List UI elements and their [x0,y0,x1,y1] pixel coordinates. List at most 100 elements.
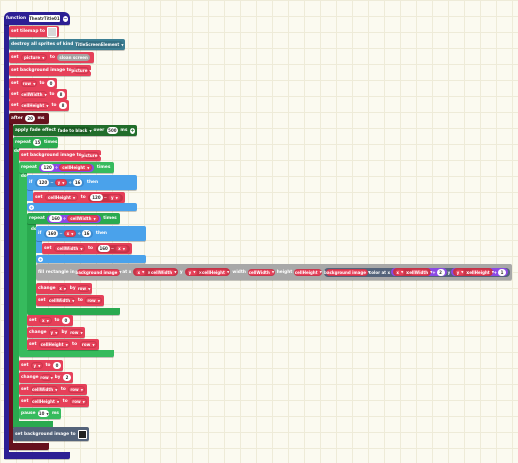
set-background-image-block[interactable]: set background image to picture▼ [9,65,92,76]
row-variable-reporter[interactable]: row▼ [69,329,83,336]
divide-operator-block[interactable]: 120 ÷ cellHeight▼ [39,163,95,172]
change-row-block[interactable]: change row▼ by 2 [19,372,73,383]
multiply-operator-block[interactable]: x▼ × cellWidth▼ [393,268,433,276]
row-value-input[interactable]: 0 [47,80,55,87]
set-x-block[interactable]: set x▼ to 0 [27,315,73,326]
image-variable-reporter[interactable]: background image▼ [324,268,371,276]
destroy-all-sprites-block[interactable]: destroy all sprites of kind TitleScreenE… [9,39,125,50]
cellheight-variable-reporter[interactable]: cellHeight▼ [59,164,93,171]
tilemap-thumbnail[interactable] [47,26,57,37]
set-cellheight-block[interactable]: set cellHeight▼ to 8 [9,100,69,111]
dividend-input[interactable]: 160 [49,215,62,222]
function-name-field[interactable]: TheatrTitle01 [28,15,61,22]
set-y-block[interactable]: set y▼ to 0 [19,360,63,371]
effect-dropdown[interactable]: fade to black▼ [57,127,92,134]
set-background-image-block-3[interactable]: set background image to [13,427,89,441]
operand-input[interactable]: 160 [45,230,59,237]
sprite-kind-dropdown[interactable]: TitleScreenElement▼ [75,41,124,48]
x-variable-dropdown[interactable]: x▼ [58,285,68,292]
function-block[interactable]: function TheatrTitle01 − [4,12,70,25]
set-cellwidth-block[interactable]: set cellWidth▼ to 8 [9,89,67,100]
set-cellwidth-row-block-2[interactable]: set cellWidth▼ to row▼ [19,384,87,395]
x-variable-reporter[interactable]: x▼ [395,268,405,276]
comparison-block[interactable]: 160 − x▼ ÷ 16 [43,229,94,238]
cellheight-value-input[interactable]: 8 [59,102,67,109]
plus-operator-block[interactable]: y▼ × cellHeight▼ + 1 [451,268,508,276]
set-cellheight-row-block[interactable]: set cellHeight▼ to row▼ [27,339,99,350]
y-variable-reporter[interactable]: y▼ [455,268,465,276]
plus-icon[interactable]: + [129,127,135,134]
cellheight-variable-dropdown[interactable]: cellHeight▼ [39,341,70,348]
row-variable-reporter[interactable]: row▼ [68,386,85,393]
cellheight-variable-reporter[interactable]: cellHeight▼ [466,268,495,276]
plus-operator-block[interactable]: x▼ × cellWidth▼ + 2 [391,268,447,276]
cellheight-variable-reporter[interactable]: cellHeight▼ [202,268,230,276]
minus-operator-block[interactable]: 120 − y▼ [88,193,123,202]
y-value-input[interactable]: 0 [53,362,61,369]
set-cellheight-row-block-2[interactable]: set cellHeight▼ to row▼ [19,396,89,407]
multiply-operator-block[interactable]: y▼ × cellHeight▼ [453,268,495,276]
y-variable-reporter[interactable]: y▼ [186,268,198,276]
cellwidth-variable-reporter[interactable]: cellWidth▼ [67,215,99,222]
change-y-block[interactable]: change y▼ by row▼ [27,327,85,338]
x-variable-reporter[interactable]: x▼ [135,268,147,276]
image-thumbnail[interactable] [78,429,87,439]
operand-input[interactable]: 120 [36,179,50,186]
x-variable-reporter[interactable]: x▼ [115,245,128,252]
cellheight-variable-reporter[interactable]: cellHeight▼ [294,268,323,276]
fill-rectangle-block[interactable]: fill rectangle in background image▼ at x… [36,264,512,280]
row-change-input[interactable]: 2 [63,374,71,381]
picture-variable-dropdown[interactable]: picture▼ [21,54,48,61]
operand-input[interactable]: 120 [90,194,103,201]
set-cellheight-block-2[interactable]: set cellHeight▼ to 120 − y▼ [33,192,125,203]
cellwidth-variable-dropdown[interactable]: cellWidth▼ [54,245,86,252]
cellwidth-value-input[interactable]: 8 [57,91,65,98]
repeat-y-block[interactable]: repeat 120 ÷ cellHeight▼ times [19,162,114,173]
x-variable-reporter[interactable]: x▼ [63,230,77,237]
cellwidth-variable-dropdown[interactable]: cellWidth▼ [48,297,76,304]
set-picture-block[interactable]: set picture▼ to sloan screen [9,52,94,63]
plus-icon[interactable]: + [29,204,34,210]
row-variable-dropdown[interactable]: row▼ [40,374,53,381]
operand-input[interactable]: 16 [81,230,92,237]
multiply-operator-block[interactable]: x▼ × cellWidth▼ [133,268,178,276]
operand-input[interactable]: 16 [72,179,83,186]
set-cellwidth-row-block[interactable]: set cellWidth▼ to row▼ [36,295,104,306]
operand-input[interactable]: 160 [97,245,110,252]
cellwidth-variable-reporter[interactable]: cellWidth▼ [151,268,177,276]
dividend-input[interactable]: 120 [41,164,54,171]
cellheight-variable-dropdown[interactable]: cellHeight▼ [21,102,49,109]
cellheight-variable-dropdown[interactable]: cellHeight▼ [45,194,79,201]
offset-input[interactable]: 1 [497,268,506,276]
apply-fade-effect-block[interactable]: apply fade effect fade to black▼ over 50… [13,125,137,136]
minus-icon[interactable]: − [62,15,68,22]
cellwidth-variable-dropdown[interactable]: cellWidth▼ [31,386,59,393]
multiply-operator-block[interactable]: y▼ × cellHeight▼ [184,268,231,276]
set-row-block[interactable]: set row▼ to 0 [9,78,57,89]
minus-operator-block[interactable]: 160 − x▼ [95,244,130,253]
offset-input[interactable]: 2 [436,268,445,276]
cellwidth-variable-reporter[interactable]: cellWidth▼ [406,268,433,276]
row-variable-dropdown[interactable]: row▼ [21,80,37,87]
set-cellwidth-block-2[interactable]: set cellWidth▼ to 160 − x▼ [42,243,132,254]
pause-block[interactable]: pause 10▼ ms [19,408,61,419]
picture-variable-reporter[interactable]: picture▼ [81,152,102,159]
cellheight-variable-dropdown[interactable]: cellHeight▼ [31,398,61,405]
after-block[interactable]: after 20 ms [9,113,49,124]
image-variable-reporter[interactable]: background image▼ [75,268,122,276]
x-value-input[interactable]: 0 [61,317,70,324]
change-x-block[interactable]: change x▼ by row▼ [36,283,92,294]
y-variable-reporter[interactable]: y▼ [54,179,68,186]
row-variable-reporter[interactable]: row▼ [70,398,87,405]
if-2-block[interactable]: if 160 − x▼ ÷ 16 then [36,226,146,241]
plus-icon[interactable]: + [38,256,43,262]
if-1-block[interactable]: if 120 − y▼ ÷ 16 then [27,175,137,190]
x-variable-dropdown[interactable]: x▼ [39,317,52,324]
picture-value-reporter[interactable]: sloan screen [57,54,90,61]
cellwidth-variable-reporter[interactable]: cellWidth▼ [248,268,275,276]
fade-duration-input[interactable]: 500 [106,127,118,134]
picture-variable-reporter[interactable]: picture▼ [71,67,92,74]
repeat-x-block[interactable]: repeat 160 ÷ cellWidth▼ times [27,213,120,224]
set-background-image-block-2[interactable]: set background image to picture▼ [19,150,102,161]
